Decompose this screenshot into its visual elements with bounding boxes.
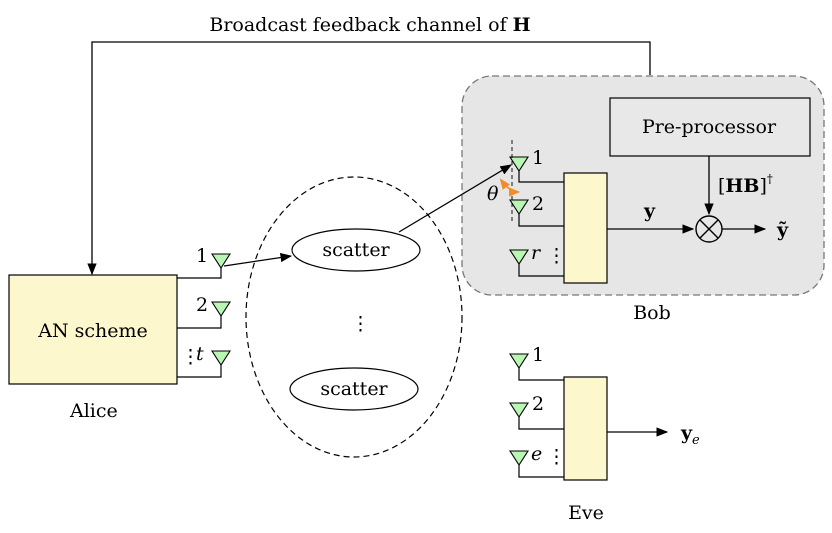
bob-antenna-r-icon bbox=[508, 249, 530, 266]
bob-angle-arc bbox=[499, 178, 521, 197]
eve-label: Eve bbox=[568, 502, 604, 524]
bob-y-label: y bbox=[643, 200, 656, 222]
bob-antenna-r-wire bbox=[518, 264, 564, 277]
alice-antenna-1-label: 1 bbox=[196, 245, 208, 267]
eve-antenna-e-icon bbox=[508, 450, 530, 467]
eve-antenna-2-wire bbox=[518, 417, 564, 430]
bob-antenna-1-label: 1 bbox=[532, 147, 544, 169]
alice-antenna-1-wire bbox=[177, 268, 222, 279]
scatter-ellipsis: ⋮ bbox=[351, 313, 370, 335]
scattering-region: scatter ⋮ scatter bbox=[223, 164, 513, 458]
bob-antenna-r-label: r bbox=[531, 242, 542, 264]
eve-output-label: ye bbox=[680, 422, 700, 448]
preprocessor-label: Pre-processor bbox=[642, 116, 777, 138]
eve-antenna-1-icon bbox=[508, 353, 530, 370]
eve-antenna-2-label: 2 bbox=[532, 393, 544, 415]
matrix-label: [HB]† bbox=[718, 172, 773, 197]
multiplier-icon-cross-b bbox=[699, 219, 719, 239]
alice-antenna-t-wire bbox=[177, 365, 222, 378]
alice-antenna-t-icon bbox=[210, 350, 232, 367]
alice-to-scatter-arrow bbox=[223, 252, 293, 267]
preprocessor-box bbox=[609, 97, 811, 157]
scatter-top bbox=[291, 228, 421, 272]
alice-transmitter: AN scheme Alice 1 2 ⋮ t bbox=[8, 245, 232, 422]
eve-antenna-e-wire bbox=[518, 465, 564, 478]
scatter-bottom bbox=[289, 367, 419, 411]
bob-label: Bob bbox=[633, 302, 671, 324]
bob-angle-label: θ bbox=[487, 183, 499, 205]
bob-receiver-box bbox=[563, 172, 608, 284]
alice-label: Alice bbox=[69, 400, 118, 422]
eve-box bbox=[563, 376, 608, 481]
eve-receiver: 1 2 e ⋮ ye Eve bbox=[508, 344, 700, 524]
alice-antenna-ellipsis: ⋮ bbox=[181, 346, 200, 368]
bob-antenna-2-label: 2 bbox=[532, 193, 544, 215]
scatter-region-outline bbox=[245, 176, 463, 458]
alice-antenna-t-label: t bbox=[196, 343, 204, 365]
alice-antenna-2-icon bbox=[210, 301, 232, 318]
scatter-to-bob-arrow bbox=[398, 164, 513, 233]
feedback-arrow bbox=[87, 41, 651, 276]
bob-antenna-ellipsis: ⋮ bbox=[547, 245, 566, 267]
bob-antenna-2-wire bbox=[518, 214, 564, 227]
eve-antenna-2-icon bbox=[508, 402, 530, 419]
eve-antenna-1-label: 1 bbox=[532, 344, 544, 366]
eve-antenna-e-label: e bbox=[531, 443, 542, 465]
feedback-label: Broadcast feedback channel of H bbox=[209, 14, 530, 36]
alice-antenna-1-icon bbox=[210, 253, 232, 270]
scatter-bottom-label: scatter bbox=[320, 378, 388, 400]
alice-box bbox=[8, 274, 178, 385]
bob-region: Bob Pre-processor 1 2 r ⋮ θ y [HB]† ỹ bbox=[461, 75, 825, 324]
bob-output-label: ỹ bbox=[776, 219, 789, 241]
bob-antenna-2-icon bbox=[508, 199, 530, 216]
eve-antenna-ellipsis: ⋮ bbox=[547, 446, 566, 468]
eve-antenna-1-wire bbox=[518, 368, 564, 381]
bob-antenna-1-icon bbox=[508, 156, 530, 173]
alice-antenna-2-label: 2 bbox=[196, 294, 208, 316]
alice-antenna-2-wire bbox=[177, 316, 222, 329]
feedback-channel: Broadcast feedback channel of H bbox=[87, 14, 651, 276]
alice-box-label: AN scheme bbox=[37, 320, 148, 342]
scatter-top-label: scatter bbox=[322, 239, 390, 261]
